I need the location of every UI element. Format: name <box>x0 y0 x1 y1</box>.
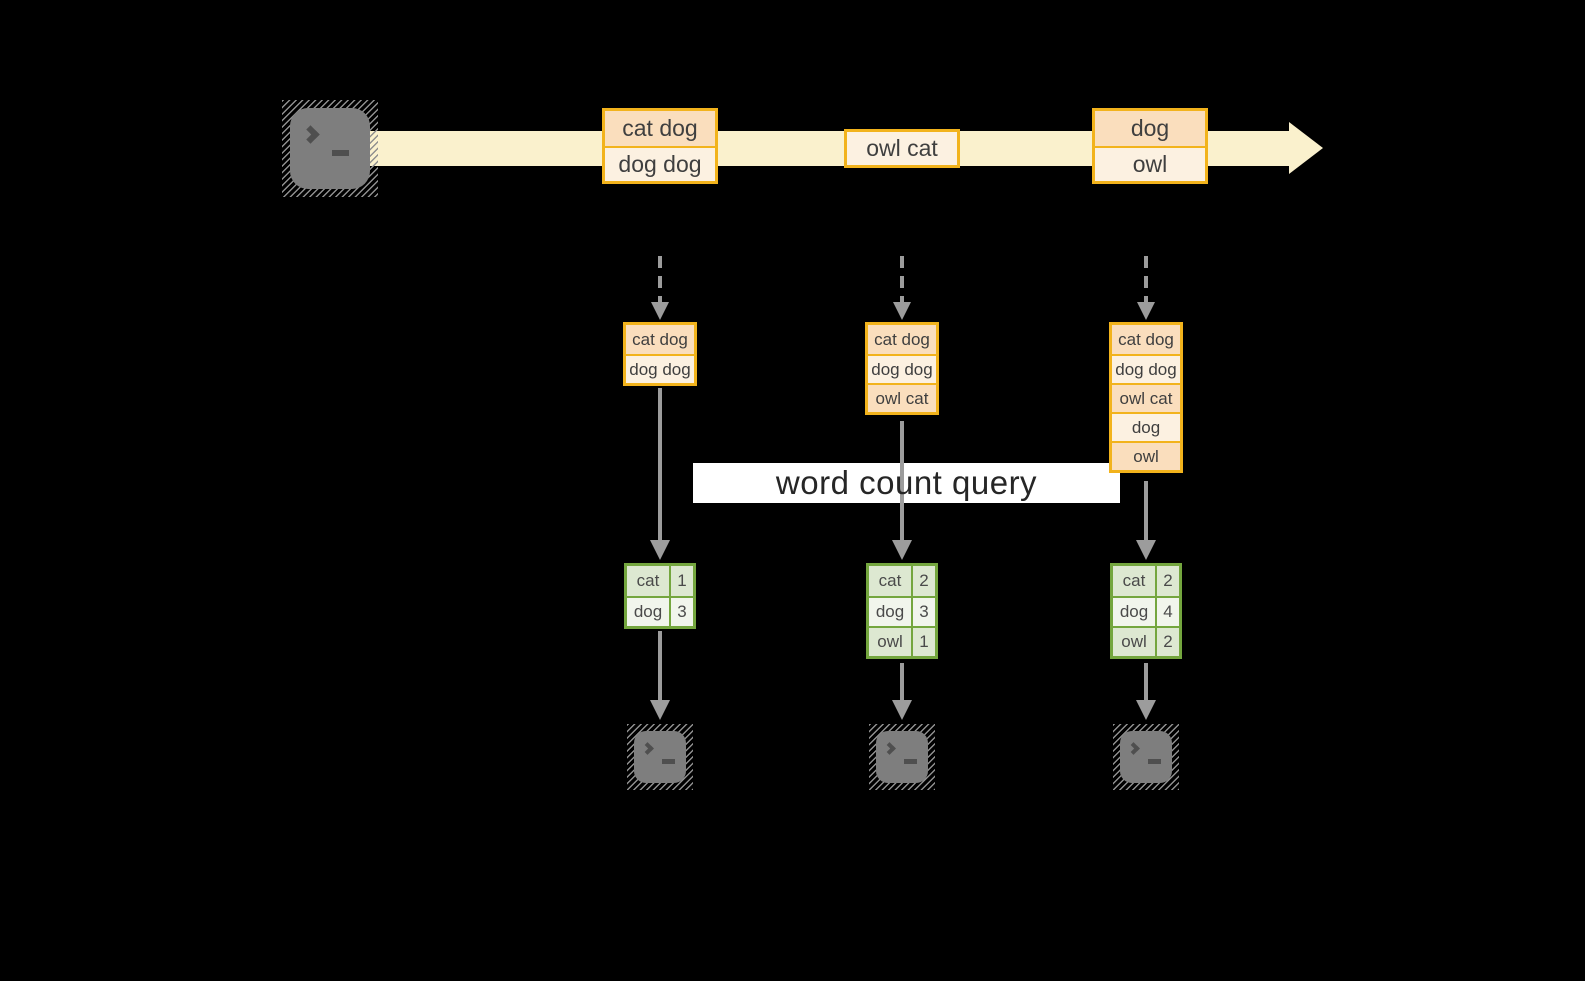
down-arrow-icon <box>1136 540 1156 560</box>
count-cell: 3 <box>669 598 693 626</box>
count-row: owl 2 <box>1113 626 1179 656</box>
buffer-record: dog <box>1112 412 1180 441</box>
stream-record: dog dog <box>605 146 715 181</box>
down-arrow-icon <box>893 302 911 320</box>
prompt-chevron-icon <box>883 742 896 755</box>
buffer-record: owl <box>1112 441 1180 470</box>
count-row: dog 3 <box>627 596 693 626</box>
terminal-screen <box>290 108 370 189</box>
dashed-flow-line <box>658 256 662 302</box>
stream-record: cat dog <box>605 111 715 146</box>
count-cell: 2 <box>1155 566 1179 596</box>
stream-right-arrow-icon <box>1289 122 1323 174</box>
input-buffer-2: cat dog dog dog owl cat <box>865 322 939 415</box>
flow-line <box>900 421 904 540</box>
stream-batch-2: owl cat <box>844 129 960 168</box>
query-label-box <box>693 463 1120 503</box>
word-cell: cat <box>878 571 902 590</box>
terminal-screen <box>876 731 928 783</box>
down-arrow-icon <box>651 302 669 320</box>
count-table-1: cat 1 dog 3 <box>624 563 696 629</box>
query-label: word count query <box>775 464 1038 501</box>
stream-record: dog <box>1095 111 1205 146</box>
down-arrow-icon <box>650 700 670 720</box>
terminal-sink-icon <box>1113 724 1179 790</box>
input-buffer-3: cat dog dog dog owl cat dog owl <box>1109 322 1183 473</box>
flow-line <box>900 663 904 700</box>
terminal-screen <box>1120 731 1172 783</box>
buffer-record: cat dog <box>868 325 936 354</box>
buffer-record: owl cat <box>1112 383 1180 412</box>
buffer-record: owl cat <box>868 383 936 412</box>
stream-batch-1: cat dog dog dog <box>602 108 718 184</box>
terminal-sink-icon <box>627 724 693 790</box>
count-cell: 1 <box>669 566 693 596</box>
buffer-record: dog dog <box>868 354 936 383</box>
word-cell: cat <box>1122 571 1146 590</box>
buffer-record: cat dog <box>1112 325 1180 354</box>
word-cell: cat <box>636 571 660 590</box>
word-cell: owl <box>1121 632 1147 651</box>
stream-record: owl cat <box>847 132 957 165</box>
count-row: cat 2 <box>1113 566 1179 596</box>
prompt-chevron-icon <box>641 742 654 755</box>
count-cell: 3 <box>911 598 935 626</box>
flow-line <box>658 388 662 540</box>
count-row: cat 1 <box>627 566 693 596</box>
prompt-cursor-icon <box>332 150 349 156</box>
dashed-flow-line <box>900 256 904 302</box>
flow-line <box>1144 663 1148 700</box>
prompt-cursor-icon <box>904 759 917 764</box>
count-row: owl 1 <box>869 626 935 656</box>
flow-line <box>1144 481 1148 540</box>
count-cell: 1 <box>911 628 935 656</box>
down-arrow-icon <box>892 540 912 560</box>
prompt-cursor-icon <box>662 759 675 764</box>
count-row: cat 2 <box>869 566 935 596</box>
stream-record: owl <box>1095 146 1205 181</box>
word-cell: dog <box>1119 602 1149 621</box>
terminal-screen <box>634 731 686 783</box>
prompt-chevron-icon <box>1127 742 1140 755</box>
count-row: dog 3 <box>869 596 935 626</box>
word-cell: dog <box>875 602 905 621</box>
stream-batch-3: dog owl <box>1092 108 1208 184</box>
count-cell: 2 <box>1155 628 1179 656</box>
flow-line <box>658 631 662 700</box>
dashed-flow-line <box>1144 256 1148 302</box>
buffer-record: dog dog <box>626 354 694 383</box>
prompt-chevron-icon <box>301 125 320 144</box>
word-cell: dog <box>633 602 663 621</box>
count-table-2: cat 2 dog 3 owl 1 <box>866 563 938 659</box>
down-arrow-icon <box>1136 700 1156 720</box>
buffer-record: cat dog <box>626 325 694 354</box>
terminal-source-icon <box>282 100 378 197</box>
count-table-3: cat 2 dog 4 owl 2 <box>1110 563 1182 659</box>
terminal-sink-icon <box>869 724 935 790</box>
count-cell: 2 <box>911 566 935 596</box>
buffer-record: dog dog <box>1112 354 1180 383</box>
count-row: dog 4 <box>1113 596 1179 626</box>
word-cell: owl <box>877 632 903 651</box>
prompt-cursor-icon <box>1148 759 1161 764</box>
count-cell: 4 <box>1155 598 1179 626</box>
input-buffer-1: cat dog dog dog <box>623 322 697 386</box>
down-arrow-icon <box>892 700 912 720</box>
down-arrow-icon <box>650 540 670 560</box>
down-arrow-icon <box>1137 302 1155 320</box>
